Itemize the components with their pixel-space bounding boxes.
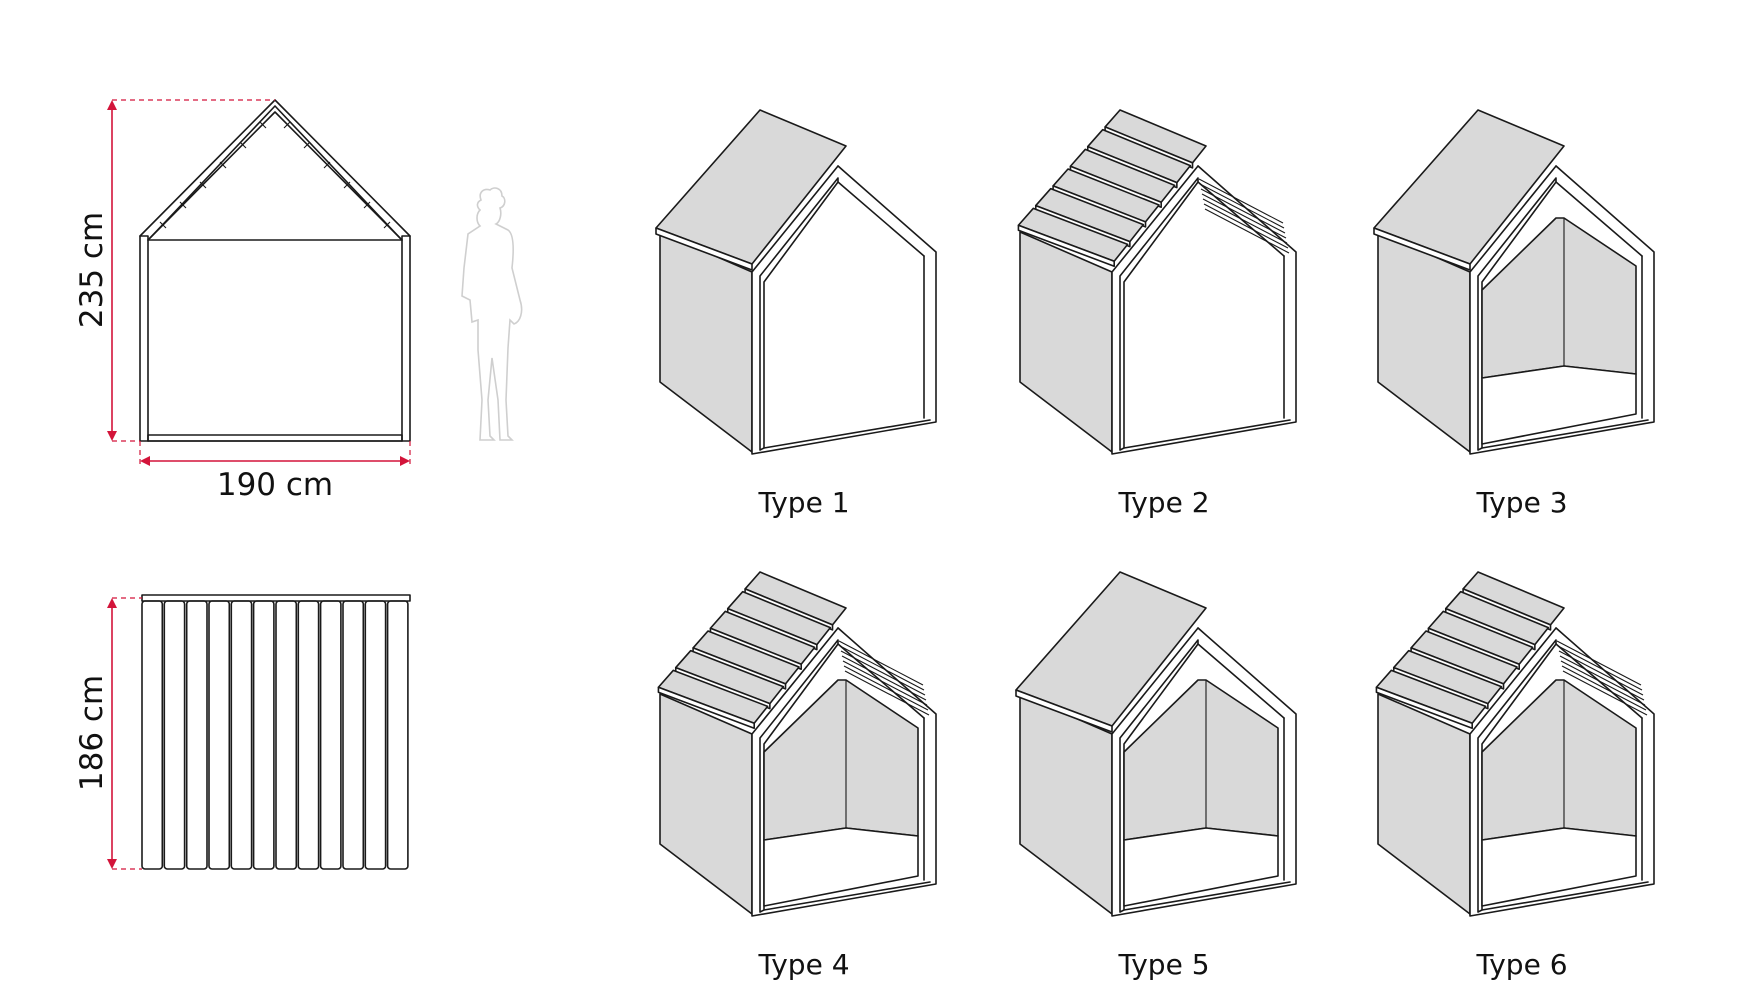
roof-slat-edge bbox=[1375, 686, 1473, 730]
house-variants: Type 1 Type 2 Type 3 Type 4 Type 5 Type 6 bbox=[655, 109, 1655, 981]
front-sill bbox=[763, 881, 931, 911]
side-slat bbox=[208, 600, 231, 870]
front-rafter bbox=[1555, 181, 1643, 257]
side-slat bbox=[319, 600, 342, 870]
floor-opening bbox=[1481, 827, 1637, 907]
roof-slat-ticks bbox=[159, 121, 391, 229]
slat-hatch bbox=[1203, 203, 1289, 249]
side-slat bbox=[141, 600, 164, 870]
front-sill bbox=[1123, 419, 1291, 449]
side-slat bbox=[275, 600, 298, 870]
front-rafter bbox=[1197, 643, 1285, 719]
floor-opening bbox=[1123, 827, 1279, 907]
slat-hatch bbox=[838, 640, 924, 686]
person-silhouette bbox=[461, 187, 523, 441]
depth-label: 186 cm bbox=[74, 675, 110, 791]
type-label: Type 3 bbox=[1475, 486, 1567, 519]
roof-edge bbox=[1015, 689, 1113, 733]
side-slat bbox=[342, 600, 365, 870]
width-label: 190 cm bbox=[217, 467, 333, 503]
slat-hatch bbox=[1202, 198, 1288, 244]
house-variant: Type 2 bbox=[1017, 109, 1297, 519]
roof-edge bbox=[1373, 227, 1471, 271]
house-variant: Type 5 bbox=[1015, 571, 1297, 981]
slat-hatch bbox=[1201, 193, 1287, 239]
slat-hatch bbox=[1560, 660, 1646, 706]
slat-hatch bbox=[844, 670, 930, 716]
left-side-panel bbox=[1377, 693, 1471, 915]
slat-hatch bbox=[1559, 655, 1645, 701]
side-slat bbox=[386, 600, 409, 870]
slat-hatch bbox=[1558, 650, 1644, 696]
front-frame-post bbox=[1477, 639, 1557, 913]
side-slat bbox=[163, 600, 186, 870]
front-frame-post bbox=[1119, 177, 1199, 451]
slat-hatch bbox=[843, 665, 929, 711]
type-label: Type 2 bbox=[1117, 486, 1209, 519]
height-dimension: 235 cm bbox=[74, 99, 275, 442]
slat-hatch bbox=[1562, 670, 1648, 716]
width-dimension: 190 cm bbox=[139, 441, 411, 503]
height-label: 235 cm bbox=[74, 212, 110, 328]
slat-hatch bbox=[1561, 665, 1647, 711]
slat-hatch bbox=[842, 660, 928, 706]
front-rafter bbox=[837, 181, 925, 257]
front-sill bbox=[1481, 881, 1649, 911]
side-slat bbox=[230, 600, 253, 870]
roof-slat-edge bbox=[1017, 224, 1115, 268]
floor-opening bbox=[763, 827, 919, 907]
house-variant: Type 6 bbox=[1375, 571, 1655, 981]
side-slat bbox=[297, 600, 320, 870]
type-label: Type 4 bbox=[757, 948, 849, 981]
slat-hatch bbox=[1557, 645, 1643, 691]
slat-hatch bbox=[1198, 178, 1284, 224]
front-sill bbox=[763, 419, 931, 449]
side-slat bbox=[185, 600, 208, 870]
side-slat bbox=[364, 600, 387, 870]
slat-hatch bbox=[840, 650, 926, 696]
house-variant: Type 1 bbox=[655, 109, 937, 519]
front-elevation bbox=[139, 99, 411, 442]
house-variant: Type 4 bbox=[657, 571, 937, 981]
left-side-panel bbox=[1019, 231, 1113, 453]
slat-hatch bbox=[1200, 188, 1286, 234]
floor-opening bbox=[1481, 365, 1637, 445]
slat-hatch bbox=[1204, 208, 1290, 254]
type-label: Type 1 bbox=[757, 486, 849, 519]
depth-dimension: 186 cm bbox=[74, 597, 142, 870]
front-frame-post bbox=[759, 639, 839, 913]
house-variant: Type 3 bbox=[1373, 109, 1655, 519]
slat-hatch bbox=[1556, 640, 1642, 686]
slat-hatch bbox=[1199, 183, 1285, 229]
roof-slat-edge bbox=[657, 686, 755, 730]
front-frame-post bbox=[1477, 177, 1557, 451]
front-frame-outer bbox=[751, 165, 937, 455]
type-label: Type 5 bbox=[1117, 948, 1209, 981]
side-elevation bbox=[141, 594, 411, 870]
slat-hatch bbox=[839, 645, 925, 691]
front-frame-post bbox=[1119, 639, 1199, 913]
side-slat bbox=[252, 600, 275, 870]
front-sill bbox=[1123, 881, 1291, 911]
type-label: Type 6 bbox=[1475, 948, 1567, 981]
slat-hatch bbox=[841, 655, 927, 701]
front-frame-post bbox=[759, 177, 839, 451]
left-side-panel bbox=[659, 693, 753, 915]
roof-edge bbox=[655, 227, 753, 271]
front-frame-outer bbox=[1111, 165, 1297, 455]
front-sill bbox=[1481, 419, 1649, 449]
